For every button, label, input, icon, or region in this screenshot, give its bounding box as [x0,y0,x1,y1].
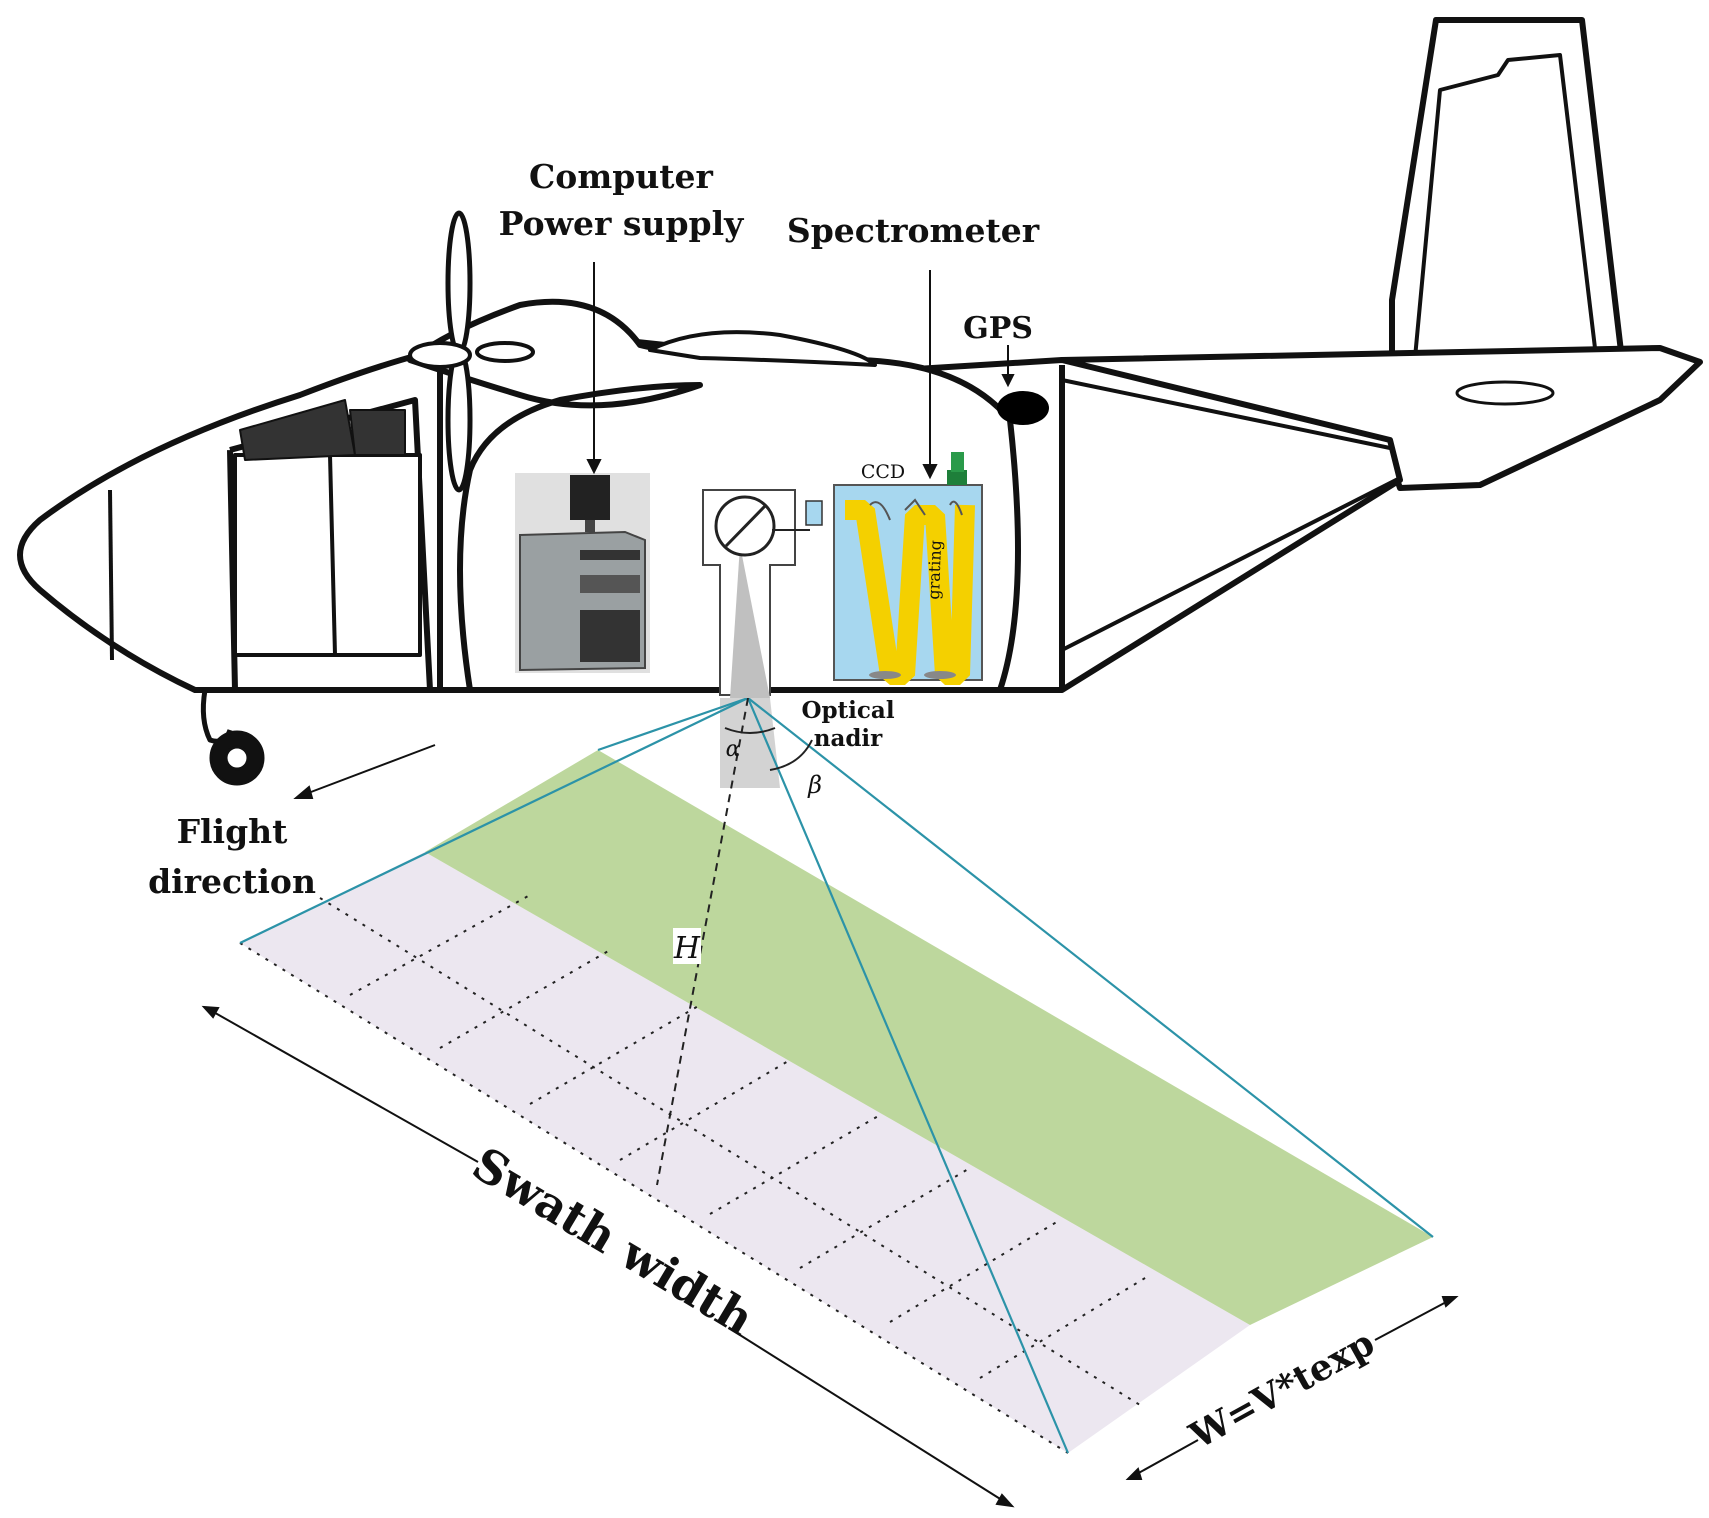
drive-bay-3 [580,610,640,662]
mirror-beam [730,545,770,698]
ccd-cap [951,452,964,472]
computer-label-line2: Power supply [499,204,744,243]
beta-arc [769,739,813,771]
ccd-slit [805,500,823,526]
swath-arrow-head-left [201,1005,220,1019]
swath-arrow-head-right [995,1493,1015,1508]
computer-label-line1: Computer [529,157,713,196]
nadir-line [656,697,749,1186]
height-label: H [673,931,701,966]
w-arrow-segment-1 [1134,1439,1199,1476]
beam-right-edge [747,697,1434,1238]
gps-pointer-head [1001,374,1015,388]
cockpit-door-split [328,454,337,656]
engine-intake [475,341,535,363]
alpha-label: α [726,737,741,762]
flight-direction-line1: Flight [177,812,289,851]
stabilizer-oval [1455,380,1555,406]
mirror-base-1 [869,671,901,679]
drive-bay-1 [580,550,640,560]
nose-gear-hub [224,745,250,771]
w-arrow-head-left [1125,1467,1143,1480]
height-label-bg [673,928,701,964]
swath-arrow-segment-1 [209,1009,479,1163]
tail [1059,17,1703,491]
side-window [349,409,406,456]
ground-swath [239,750,1433,1454]
gps-antenna-icon [997,391,1049,425]
spectrometer-label: Spectrometer [787,211,1040,250]
swath-arrow-segment-2 [731,1329,1006,1503]
propeller-blade-top [445,210,473,356]
nose-line [108,489,114,661]
drive-bay-2 [580,575,640,593]
scan-mirror-slash [724,504,767,548]
scan-mirror-icon [702,489,823,698]
spectrometer-pointer-head [922,464,938,480]
alpha-arc [724,727,776,734]
tail-cone-line [1061,378,1391,450]
ccd-cap-base [947,470,967,485]
computer-tower-icon [515,473,650,673]
grating-label: grating [924,540,945,600]
w-arrow-head-right [1441,1296,1459,1308]
beta-label: β [807,771,822,799]
ccd-label: CCD [861,461,905,483]
beam-near-right [746,697,1070,1454]
swath-pixel-grid [239,894,1151,1454]
w-arrow-segment-2 [1374,1299,1451,1341]
field-of-view [239,696,1434,1454]
computer-pointer-head [586,459,602,475]
propeller-spinner [408,341,472,369]
wing-fairing [648,330,877,367]
optical-cone [720,698,780,788]
flight-direction-arrow-head [293,785,314,799]
gps-label: GPS [963,311,1033,346]
beam-far-left [597,696,749,752]
mirror-base-2 [924,671,956,679]
optical-nadir-line1: Optical [801,697,894,724]
swath-lavender-strip [240,852,1250,1453]
tail-cone-line-lower [1061,476,1401,652]
monitor [570,475,610,520]
spectrometer-box-icon [833,452,983,685]
beam-left-edge [239,697,749,944]
flight-direction-arrow [302,744,436,796]
monitor-stand [585,520,595,532]
propeller-blade-bottom [445,347,473,493]
spectrometer-optics [869,498,963,521]
flight-direction-line2: direction [148,862,316,901]
cockpit-door [233,453,422,657]
optical-nadir-line2: nadir [814,725,883,752]
swath-green-strip [425,750,1433,1325]
